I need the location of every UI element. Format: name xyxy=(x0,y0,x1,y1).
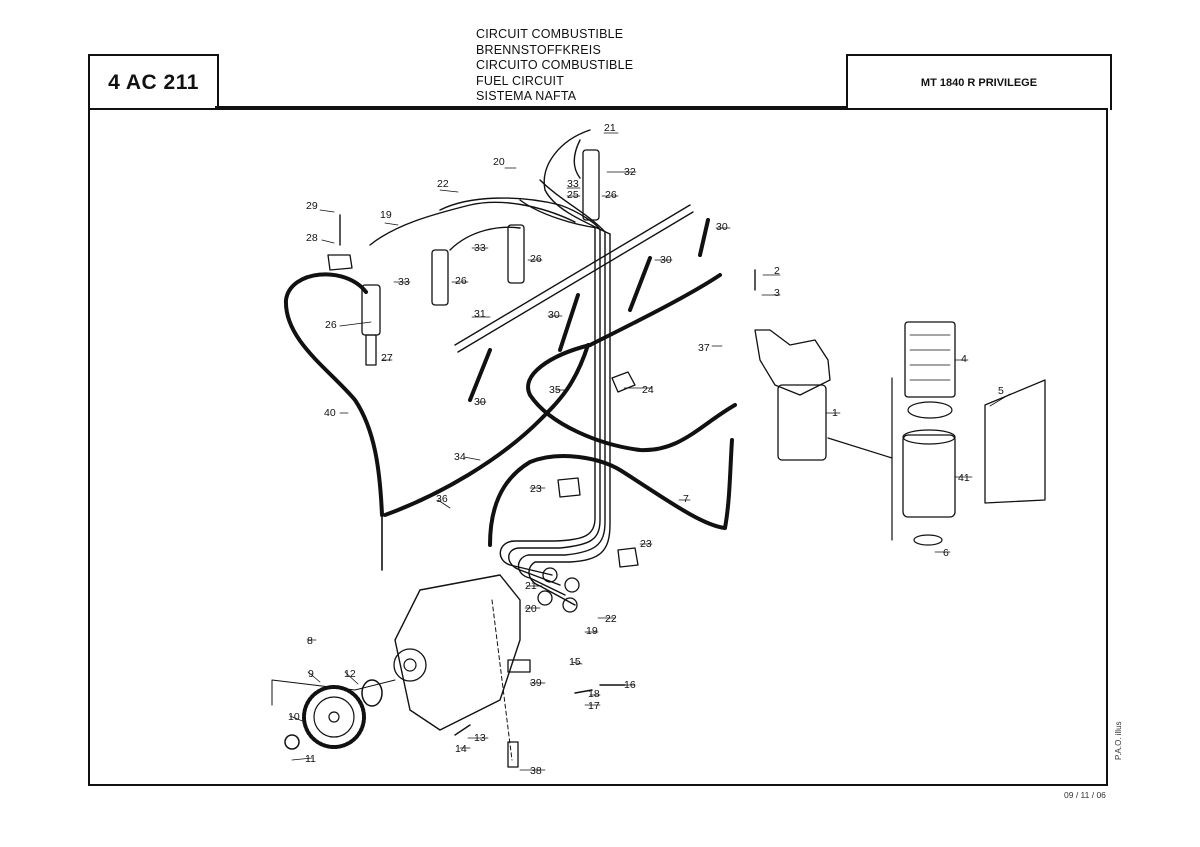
callout-33-b: 33 xyxy=(474,242,486,254)
callout-31: 31 xyxy=(474,308,486,320)
callout-22-b: 22 xyxy=(605,613,617,625)
callout-38: 38 xyxy=(530,765,542,777)
callout-40: 40 xyxy=(324,407,336,419)
model-box: MT 1840 R PRIVILEGE xyxy=(846,54,1112,110)
callout-35: 35 xyxy=(549,384,561,396)
hose-7 xyxy=(488,438,734,547)
callout-5: 5 xyxy=(998,385,1004,397)
callout-2: 2 xyxy=(774,265,780,277)
title-fr: CIRCUIT COMBUSTIBLE xyxy=(476,27,624,41)
callout-26-b: 26 xyxy=(455,275,467,287)
callout-1: 1 xyxy=(832,407,838,419)
callout-24: 24 xyxy=(642,384,654,396)
callout-26-c: 26 xyxy=(530,253,542,265)
reference-box: 4 AC 211 xyxy=(88,54,219,110)
callout-41: 41 xyxy=(958,472,970,484)
callout-11: 11 xyxy=(305,753,316,765)
callout-32: 32 xyxy=(624,166,636,178)
callout-23-a: 23 xyxy=(530,483,542,495)
callout-33-a: 33 xyxy=(567,178,579,190)
callout-25: 25 xyxy=(567,189,579,201)
callout-3: 3 xyxy=(774,287,780,299)
callout-30-a: 30 xyxy=(660,254,672,266)
callout-27: 27 xyxy=(381,352,393,364)
model-name: MT 1840 R PRIVILEGE xyxy=(920,77,1038,89)
callout-18: 18 xyxy=(588,688,600,700)
callout-6: 6 xyxy=(943,547,949,559)
callout-20-a: 20 xyxy=(493,156,505,168)
callout-34: 34 xyxy=(454,451,466,463)
callout-10: 10 xyxy=(288,711,300,723)
title-de: BRENNSTOFFKREIS xyxy=(476,42,602,57)
callout-33-c: 33 xyxy=(398,276,410,288)
callout-37: 37 xyxy=(698,342,710,354)
callout-23-b: 23 xyxy=(640,538,652,550)
callout-21-a: 21 xyxy=(604,122,616,134)
hose-to-filter-top xyxy=(588,273,722,347)
callout-labels: 21 32 20 33 25 26 22 19 29 28 33 26 26 3… xyxy=(288,122,1004,777)
callout-4: 4 xyxy=(961,353,967,365)
callout-28: 28 xyxy=(306,232,318,244)
callout-15: 15 xyxy=(569,656,581,668)
callout-16: 16 xyxy=(624,679,636,691)
title-en: FUEL CIRCUIT xyxy=(476,73,565,88)
header-rule xyxy=(215,106,846,108)
hose-34-branch xyxy=(383,343,590,517)
hose-return xyxy=(526,343,737,453)
callout-36: 36 xyxy=(436,493,448,505)
callout-19-b: 19 xyxy=(586,625,598,637)
callout-7: 7 xyxy=(683,493,689,505)
diagram-title-block: CIRCUIT COMBUSTIBLE BRENNSTOFFKREIS CIRC… xyxy=(476,27,633,105)
callout-30-d: 30 xyxy=(474,396,486,408)
callout-30-c: 30 xyxy=(548,309,560,321)
callout-19-a: 19 xyxy=(380,209,392,221)
title-it: SISTEMA NAFTA xyxy=(476,89,577,103)
callout-14: 14 xyxy=(455,743,467,755)
print-date: 09 / 11 / 06 xyxy=(1064,790,1106,800)
callout-29: 29 xyxy=(306,200,318,212)
title-es: CIRCUITO COMBUSTIBLE xyxy=(476,58,634,72)
callout-17: 17 xyxy=(588,700,600,712)
callout-30-b: 30 xyxy=(716,221,728,233)
diagram-frame xyxy=(88,108,1108,786)
callout-22-a: 22 xyxy=(437,178,449,190)
callout-12: 12 xyxy=(344,668,356,680)
callout-20-b: 20 xyxy=(525,603,537,615)
callout-21-b: 21 xyxy=(525,580,537,592)
callout-26-d: 26 xyxy=(325,319,337,331)
hose-34 xyxy=(283,272,384,517)
callout-8: 8 xyxy=(307,635,313,647)
callout-13: 13 xyxy=(474,732,486,744)
callout-39: 39 xyxy=(530,677,542,689)
reference-code: 4 AC 211 xyxy=(108,71,199,94)
callout-9: 9 xyxy=(308,668,314,680)
callout-26-a: 26 xyxy=(605,189,617,201)
